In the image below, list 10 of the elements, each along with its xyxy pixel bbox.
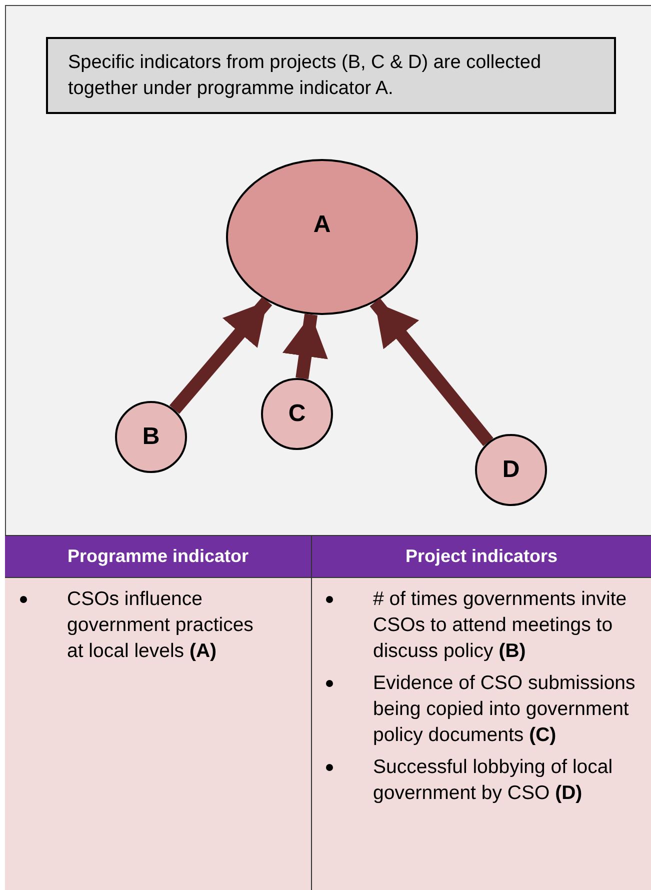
- arrow: [282, 314, 328, 380]
- note-box: Specific indicators from projects (B, C & D) are collected together under programme indicator A.: [46, 37, 616, 114]
- bullet-text: Successful lobbying of local government by CSO (D): [373, 755, 614, 806]
- column-header: Programme indicator: [67, 545, 249, 568]
- arrow: [169, 296, 272, 414]
- bullet-text: Evidence of CSO submissions being copied into government policy documents (C): [373, 671, 636, 748]
- arrow: [370, 298, 494, 446]
- bullet-text: CSOs influence government practices at local levels (A): [67, 587, 254, 664]
- column-header: Project indicators: [405, 545, 558, 568]
- bullet-text: # of times governments invite CSOs to attend meetings to discuss policy (B): [373, 587, 628, 664]
